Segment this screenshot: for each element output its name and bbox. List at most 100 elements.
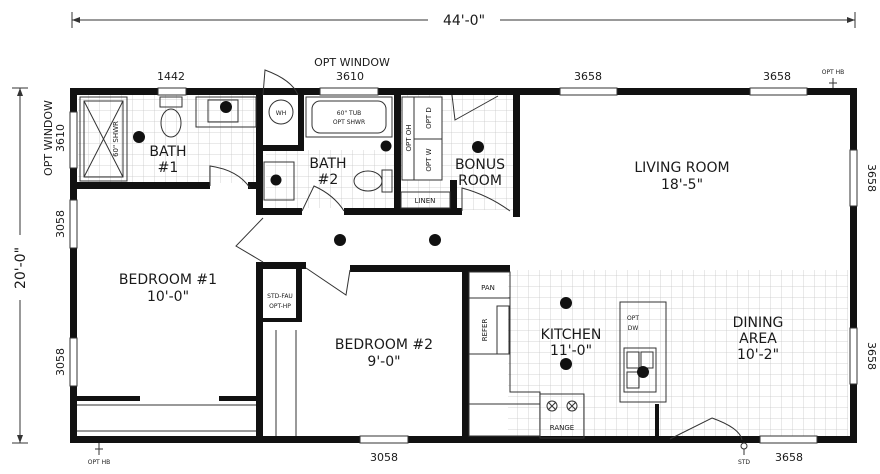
window-label-living-top-2: 3658: [763, 70, 791, 83]
range: RANGE: [539, 393, 585, 439]
bath1-toilet: [159, 96, 183, 138]
window-label-bottom-bedroom2: 3058: [370, 451, 398, 464]
furnace-label-1: STD-FAU: [267, 293, 293, 300]
bath1-number: #1: [158, 160, 179, 176]
interior-walls: [70, 95, 659, 443]
bath2-number: #2: [318, 172, 339, 188]
overall-depth-label: 20'-0": [13, 247, 29, 289]
bedroom2-title: BEDROOM #2: [335, 337, 433, 353]
window-left-opt: [69, 111, 78, 169]
window-living-top-2: [749, 87, 808, 96]
bath1-vanity-light: [220, 101, 232, 113]
kitchen-size: 11'-0": [550, 343, 592, 359]
opt-dw-label-1: OPT: [627, 315, 639, 322]
kitchen-light-2: [560, 358, 572, 370]
window-label-bath1-top: 1442: [157, 70, 185, 83]
hose-bib-std-label: STD: [738, 459, 750, 466]
bedroom1-title: BEDROOM #1: [119, 272, 217, 288]
opt-dw-label-2: DW: [628, 325, 639, 332]
window-label-left-bedroom-lower: 3058: [54, 348, 67, 376]
wh-label: WH: [276, 110, 286, 117]
kitchen-light-1: [560, 297, 572, 309]
bath2-title: BATH: [309, 156, 346, 172]
hose-bib-bottom-left: OPT HB: [88, 443, 111, 466]
hose-bib-top-right: OPT HB: [822, 69, 845, 88]
bath2-toilet: [353, 169, 393, 193]
pantry-label: PAN: [481, 284, 495, 292]
bath2-door-swing: [301, 185, 345, 212]
overall-width-label: 44'-0": [443, 13, 485, 29]
bath1-light: [133, 131, 145, 143]
refrigerator: [496, 305, 510, 355]
bedroom1-closet: [77, 404, 256, 432]
bedroom2-size: 9'-0": [367, 354, 400, 370]
dining-subtitle: AREA: [739, 331, 777, 347]
hose-bib-top-right-label: OPT HB: [822, 69, 845, 76]
kitchen-island: [619, 301, 667, 403]
opt-d-label: OPT D: [425, 107, 433, 129]
opt-window-top-label: OPT WINDOW: [314, 56, 390, 69]
windows: [69, 87, 858, 444]
window-right-dining: [849, 327, 858, 385]
window-label-right-dining: 3658: [865, 342, 878, 370]
window-label-left-opt: 3610: [54, 124, 67, 152]
window-bottom-dining: [759, 435, 818, 444]
kitchen-counters: [468, 271, 541, 437]
window-left-bedroom-lower: [69, 337, 78, 387]
opt-oh-label: OPT OH: [405, 124, 413, 151]
dining-size: 10'-2": [737, 347, 779, 363]
hose-bib-bottom-left-label: OPT HB: [88, 459, 111, 466]
window-label-living-top-1: 3658: [574, 70, 602, 83]
water-heater: WH: [268, 99, 294, 125]
opt-w-label: OPT W: [425, 148, 433, 171]
window-label-right-living: 3658: [865, 164, 878, 192]
bath1-door-swing: [209, 165, 251, 189]
hall-light-1: [334, 234, 346, 246]
window-left-bedroom-upper: [69, 199, 78, 249]
bonus-door-swing: [451, 94, 511, 212]
bath1-vanity: [195, 96, 257, 128]
bath2-tile-floor: [266, 150, 396, 208]
bath2-vanity: [263, 161, 295, 201]
linen-label: LINEN: [415, 197, 436, 205]
window-bath1-top: [157, 87, 187, 96]
bonus-title: BONUS: [455, 157, 505, 173]
overall-depth-dimension: 20'-0": [12, 87, 29, 444]
bath2-vanity-light: [270, 174, 282, 186]
wh-closet-door: [262, 69, 299, 96]
entry-door-swing: [669, 417, 743, 441]
shower-60: 60" SHWR: [79, 96, 128, 182]
dining-title: DINING: [733, 315, 784, 331]
hall-light-2: [429, 234, 441, 246]
window-bottom-bedroom2: [359, 435, 409, 444]
bath1-title: BATH: [149, 144, 186, 160]
sink-light: [637, 366, 649, 378]
bonus-subtitle: ROOM: [458, 173, 502, 189]
window-opt-top: [319, 87, 379, 96]
tub-label-1: 60" TUB: [337, 110, 361, 117]
bedroom1-size: 10'-0": [147, 289, 189, 305]
window-living-top-1: [559, 87, 618, 96]
bath2-light: [380, 140, 392, 152]
kitchen-title: KITCHEN: [541, 327, 602, 343]
living-room-title: LIVING ROOM: [634, 160, 729, 176]
left-opt-window-label: OPT WINDOW: [42, 100, 55, 176]
linen-closet: LINEN: [400, 191, 451, 209]
hall-door-bedroom1: [235, 217, 264, 263]
overall-width-dimension: 44'-0": [71, 12, 856, 29]
range-label: RANGE: [550, 424, 574, 432]
window-label-left-bedroom-upper: 3058: [54, 210, 67, 238]
window-label-bottom-dining: 3658: [775, 451, 803, 464]
tub-label-2: OPT SHWR: [333, 119, 365, 126]
living-room-size: 18'-5": [661, 177, 703, 193]
hose-bib-std: STD: [738, 442, 750, 466]
window-right-living: [849, 149, 858, 207]
bath2-tub: 60" TUB OPT SHWR: [305, 96, 393, 138]
bonus-light: [472, 141, 484, 153]
window-label-opt-top: 3610: [336, 70, 364, 83]
refrigerator-label: REFER: [481, 319, 489, 342]
furnace-label-2: OPT-HP: [269, 303, 291, 310]
shower-label: 60" SHWR: [112, 121, 120, 157]
hall-closet: [275, 330, 297, 436]
